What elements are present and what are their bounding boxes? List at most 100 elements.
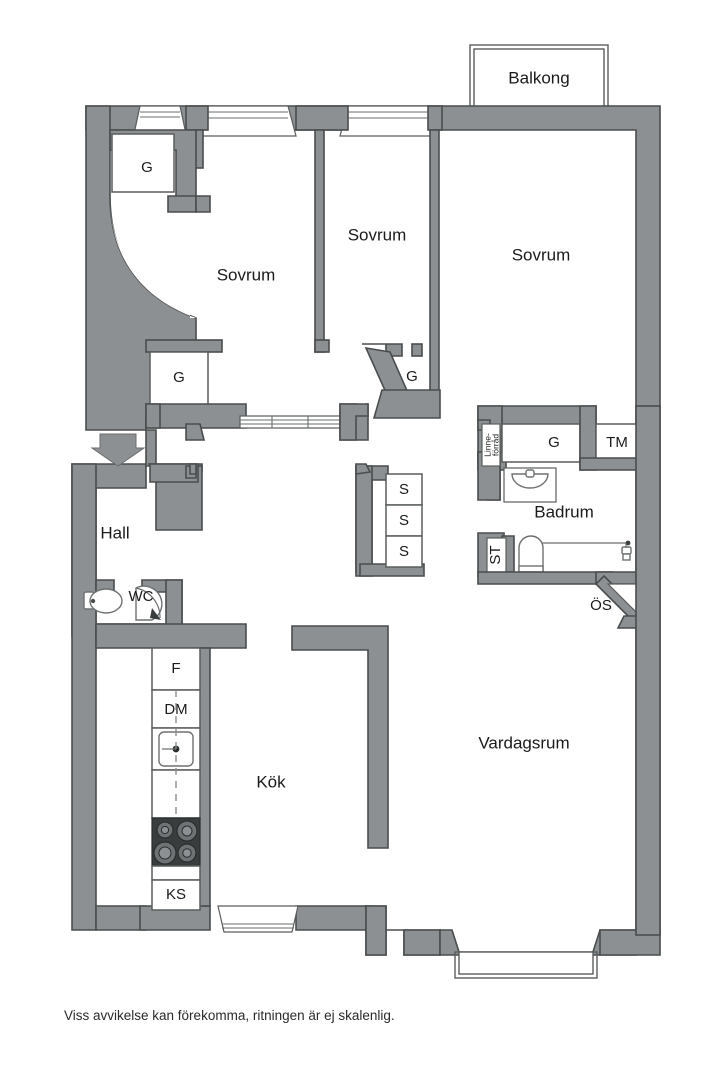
- closet-g-bathroom-label: G: [548, 434, 560, 451]
- closet-linen-box: [481, 423, 501, 467]
- os-label: ÖS: [590, 596, 612, 614]
- closet-g-middle-label: G: [406, 368, 418, 385]
- closet-st-label: ST: [487, 545, 504, 564]
- closet-g-bathroom-box: [501, 423, 581, 463]
- closet-g-top-label: G: [141, 159, 153, 176]
- closet-s3-box: [385, 535, 423, 568]
- shower-head: [622, 553, 631, 561]
- wall-closet-middle-jamb: [411, 343, 423, 357]
- bedroom-middle-label: Sovrum: [348, 225, 407, 244]
- window-recess-3: [339, 105, 437, 137]
- wall-living-room-partition: [291, 625, 389, 849]
- balcony-group: Balkong: [469, 44, 609, 109]
- living-room-label: Vardagsrum: [478, 733, 569, 752]
- balcony-label: Balkong: [508, 68, 569, 87]
- bay-window-group: [454, 951, 598, 979]
- window-recess-2: [199, 105, 297, 137]
- wc-group: WC: [83, 579, 247, 649]
- right-wall-lower: [635, 405, 661, 936]
- wall-corridor-closet-spine: [355, 465, 373, 577]
- wall-bedroom-left-middle: [314, 129, 325, 353]
- wall-closet-top-bottom: [167, 195, 197, 213]
- kitchen-window: [217, 905, 299, 933]
- interior-walls-top: G G G: [109, 105, 443, 441]
- wall-closet-middle-top: [362, 343, 403, 357]
- wall-kitchen-bottom-left: [95, 905, 147, 931]
- bathroom-toilet-base: [518, 565, 544, 573]
- bathroom-label: Badrum: [534, 502, 594, 521]
- pier-3: [427, 105, 443, 131]
- wall-wc-bottom-run: [95, 623, 247, 649]
- wc-bowl: [89, 588, 123, 614]
- closet-linen-label-line1: Linne-: [482, 433, 492, 457]
- curve-shade: [110, 196, 196, 318]
- wc-door-swing: [135, 587, 161, 619]
- top-windows: [133, 105, 437, 137]
- closet-tm-box: [595, 423, 639, 463]
- shower-rail-end-right: [625, 540, 631, 546]
- wc-sink-icon: [135, 585, 163, 621]
- cabinet-ks-label: KS: [166, 886, 186, 903]
- wall-tm-bottom: [579, 457, 641, 471]
- wall-left-bedroom-bottom-stub: [145, 403, 161, 429]
- wall-bedroom-left-middle-jamb: [314, 339, 330, 353]
- bathroom-sink-icon: [503, 467, 557, 503]
- closet-s2-label: S: [399, 512, 409, 529]
- wall-hall-entry-jamb: [145, 429, 157, 467]
- closet-g-bottom-label: G: [173, 369, 185, 386]
- closet-s1-label: S: [399, 481, 409, 498]
- stove-burner-1-inner: [160, 825, 170, 835]
- wall-bottom-pier: [365, 905, 387, 956]
- bathroom-toilet-bowl: [518, 535, 544, 573]
- pier-1: [185, 105, 209, 131]
- bedroom-right-label: Sovrum: [512, 245, 571, 264]
- corridor-closets-group: S S S: [355, 463, 425, 577]
- wall-slider-right-splay: [339, 403, 369, 441]
- wall-bottom-stub-left: [403, 929, 441, 956]
- wall-bedroom-middle-right: [429, 129, 440, 407]
- living-room-walls: Vardagsrum: [291, 625, 570, 849]
- fridge-label: F: [171, 660, 180, 677]
- bedroom-left-label: Sovrum: [217, 265, 276, 284]
- wall-right-lower: [635, 405, 661, 936]
- closet-linen-label-line2: förråd: [490, 434, 500, 456]
- arrow-shape: [90, 433, 146, 467]
- closet-s3-label: S: [399, 543, 409, 560]
- closet-tm-label: TM: [606, 434, 628, 451]
- wall-corridor-closet-nub: [355, 463, 372, 475]
- counter-lower-box: [151, 865, 201, 881]
- bathroom-group: Linne- förråd G TM Badrum ST: [477, 405, 645, 629]
- shower-mixer-icon: [621, 543, 632, 561]
- wc-sink-bowl: [135, 585, 163, 621]
- stove-burner-4-inner: [182, 848, 192, 858]
- wall-hall-core-nub: [189, 463, 197, 475]
- plan-caption: Viss avvikelse kan förekomma, ritningen …: [64, 1008, 395, 1023]
- wall-hall-left: [71, 463, 97, 931]
- kitchen-window-recess: [217, 905, 299, 933]
- wall-bottom-small-nub: [185, 423, 206, 441]
- kitchen-group: F DM KS Kök: [151, 647, 286, 911]
- stove-burner-2-inner: [181, 825, 193, 837]
- wall-closet-middle-base: [372, 389, 441, 419]
- hall-label: Hall: [100, 523, 129, 542]
- stove-burner-3-inner: [158, 846, 172, 860]
- cabinet-ks-box: [151, 879, 201, 911]
- wall-closet-g-bottom-top: [145, 339, 223, 353]
- wall-bathroom-bottom: [477, 571, 613, 585]
- sliding-door-frame: [239, 415, 345, 429]
- wall-closet-top-bottom-ext: [195, 195, 211, 213]
- pier-2: [295, 105, 349, 131]
- wc-door-arrow: [150, 608, 161, 620]
- bathroom-sink-bowl: [511, 473, 549, 489]
- wc-label: WC: [129, 588, 154, 605]
- kitchen-label: Kök: [256, 772, 286, 791]
- fridge-box: [151, 647, 201, 691]
- entrance-direction-arrow: [90, 433, 146, 467]
- shower-mixer-body: [621, 546, 632, 555]
- bathroom-toilet-icon: [518, 535, 544, 573]
- bay-window-inner: [458, 951, 594, 975]
- bathroom-sink-tap: [525, 469, 535, 478]
- hall-group: Hall: [100, 429, 203, 542]
